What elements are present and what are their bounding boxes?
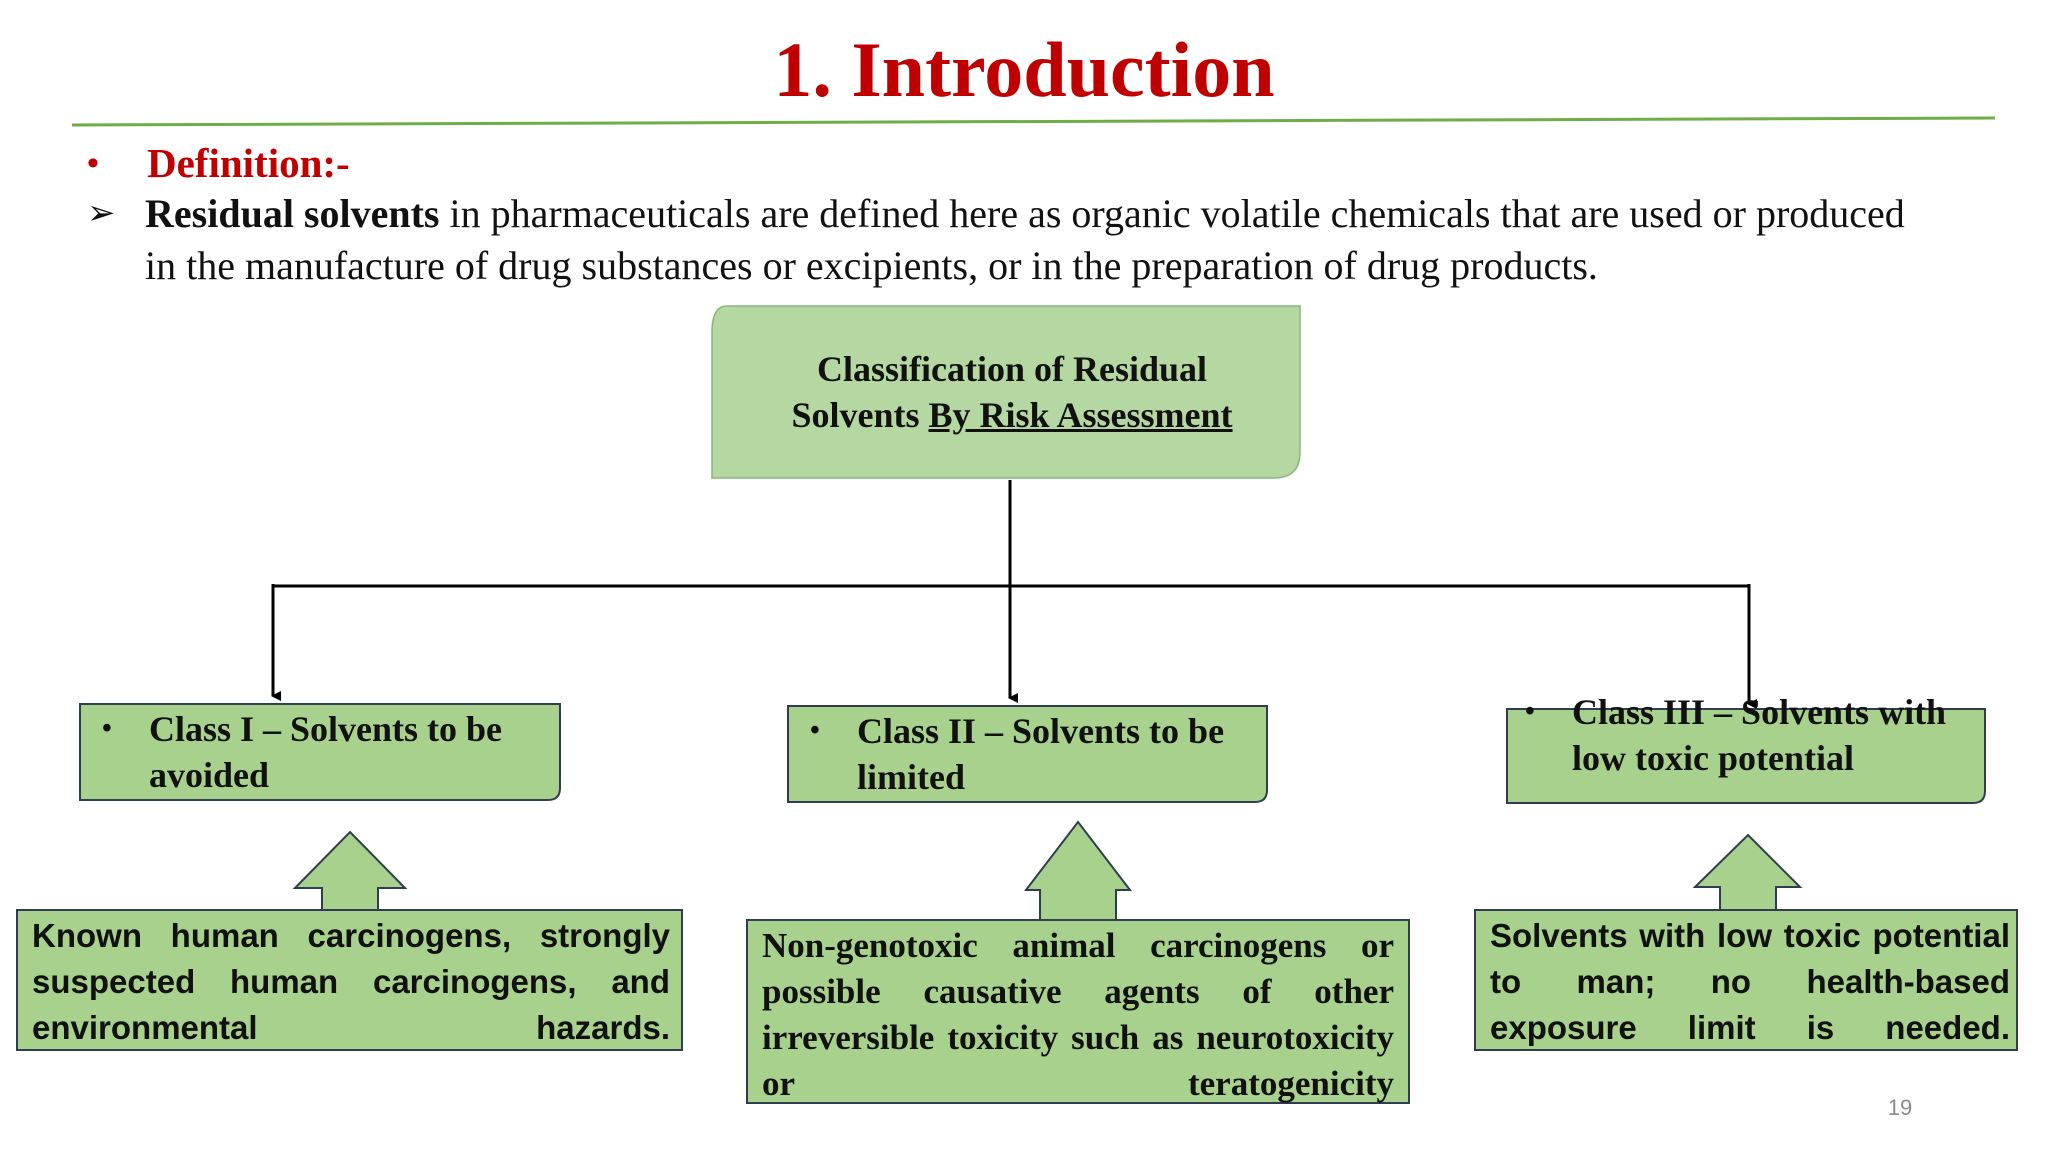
root-box [711,305,1301,479]
root-label-underlined: By Risk Assessment [928,395,1233,435]
root-box-label: Classification of Residual Solvents By R… [712,346,1312,438]
class-1-label-text: Class I – Solvents to be avoided [149,709,503,795]
class-2-box [787,705,1268,803]
bullet-dot-icon: • [1525,696,1535,727]
class-3-label: • Class III – Solvents with low toxic po… [1525,689,1995,781]
class-3-box [1506,708,1986,804]
class-1-description-box [16,909,683,1051]
definition-text: in pharmaceuticals are defined here as o… [145,191,1905,288]
class-2-description-box [746,919,1410,1104]
page-number: 19 [1887,1095,1913,1120]
definition-term: Residual solvents [145,191,440,236]
bullet-dot-icon: • [810,715,820,746]
definition-paragraph: ➢ Residual solvents in pharmaceuticals a… [85,188,1945,292]
definition-heading-text: Definition:- [147,140,350,186]
class-1-description: Known human carcinogens, strongly suspec… [32,917,670,1046]
bullet-dot-icon: • [87,145,99,182]
class-2-description: Non-genotoxic animal carcinogens or poss… [762,926,1394,1103]
root-label-plain: Solvents [791,395,929,435]
slide-title: 1. Introduction [773,26,1275,113]
class-1-label: • Class I – Solvents to be avoided [102,706,572,798]
definition-heading: • Definition:- [85,138,350,189]
root-label-line-2: Solvents By Risk Assessment [712,392,1312,438]
class-3-description: Solvents with low toxic potential to man… [1490,917,2010,1046]
class-1-box [79,703,561,801]
up-block-arrow-icon [1692,833,1803,911]
class-2-label-text: Class II – Solvents to be limited [857,711,1225,797]
bullet-dot-icon: • [102,713,112,744]
connector-lines [271,480,1757,709]
up-block-arrow-icon [292,830,408,911]
class-3-label-text: Class III – Solvents with low toxic pote… [1572,692,1947,778]
up-block-arrow-icon [1023,820,1133,921]
class-3-description-box [1474,909,2018,1051]
arrowhead-bullet-icon: ➢ [87,195,116,232]
definition-body: Residual solvents in pharmaceuticals are… [145,188,1945,292]
root-label-line-1: Classification of Residual [816,349,1208,389]
class-2-label: • Class II – Solvents to be limited [810,708,1280,800]
